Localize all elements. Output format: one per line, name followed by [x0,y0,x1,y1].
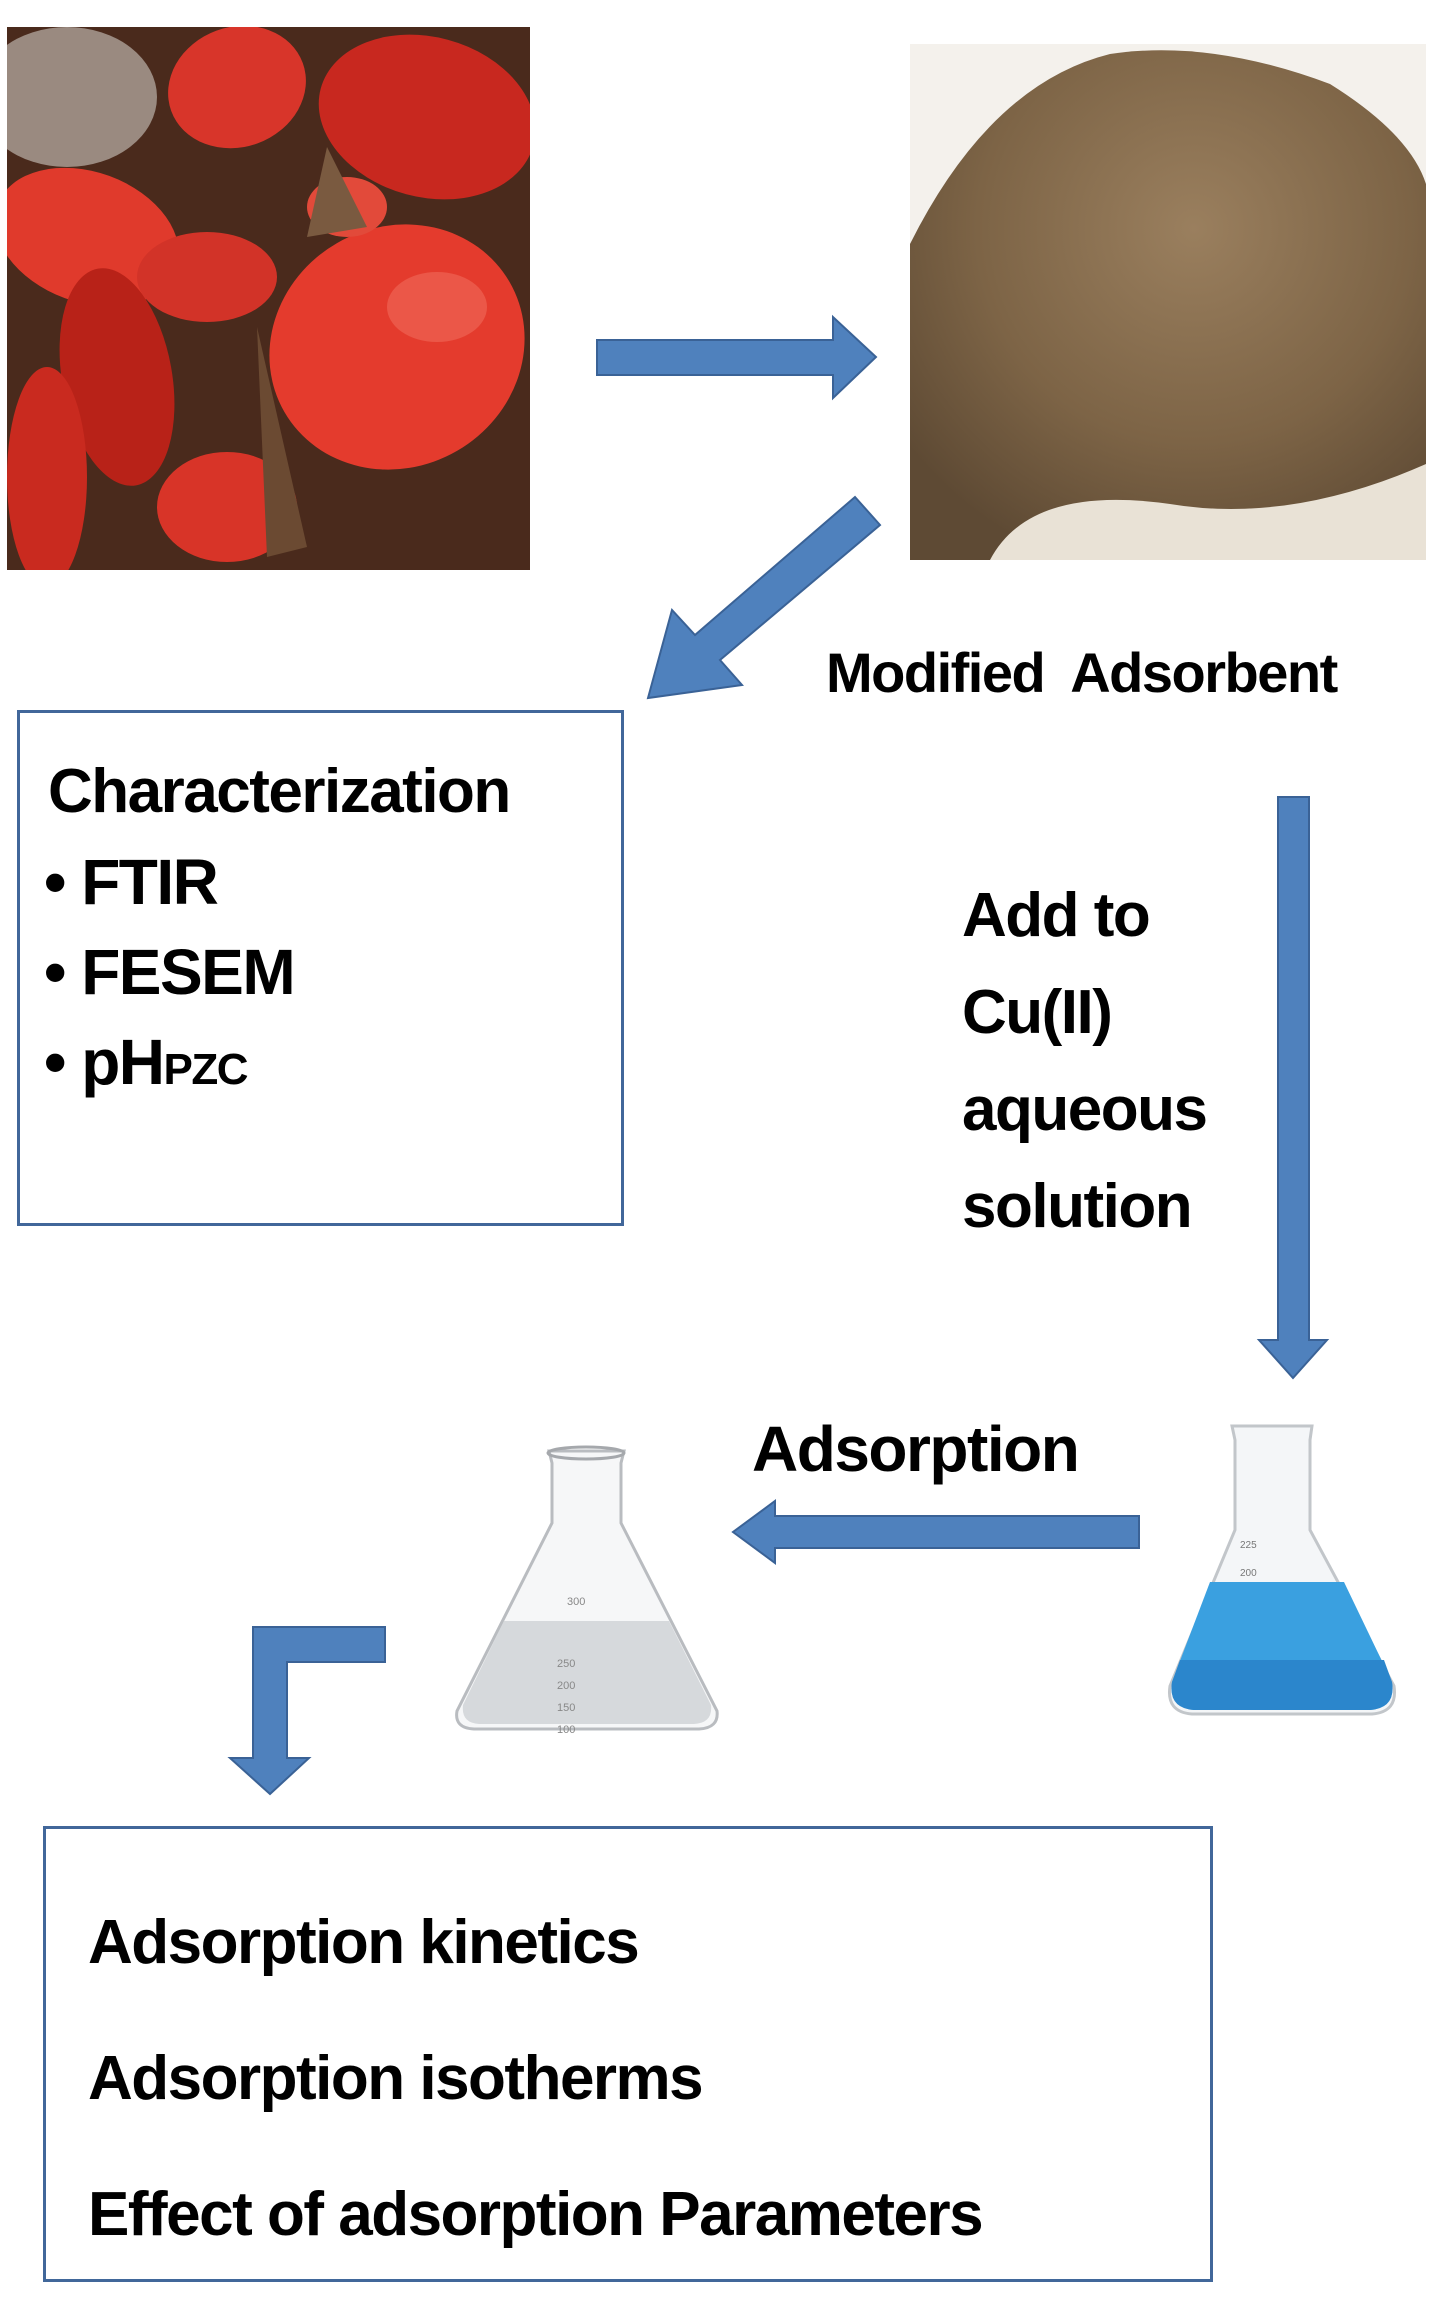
label-line: Add to [962,881,1151,950]
arrow-diagonal-down-left [646,495,882,700]
mark: 300 [567,1596,586,1608]
arrow-elbow-down [227,1626,386,1796]
bullet: • [44,936,66,1008]
label-line: Cu(II) [962,978,1113,1047]
label-line: aqueous [962,1075,1208,1144]
item-subscript: PZC [163,1045,249,1094]
copper-solution-flask: 225 200 [1162,1420,1402,1720]
mark: 200 [557,1680,576,1692]
mark: 100 [557,1724,576,1736]
bullet: • [44,1026,66,1098]
mark: 250 [557,1658,576,1670]
mark: 150 [557,1702,576,1714]
characterization-box: Characterization • FTIR • FESEM • pHPZC [17,710,624,1226]
mark: 225 [1240,1540,1257,1551]
item-text: FTIR [81,846,219,918]
fruit-illustration [7,27,530,570]
modified-adsorbent-photo [910,44,1426,560]
results-box: Adsorption kinetics Adsorption isotherms… [43,1826,1213,2282]
characterization-title: Characterization [48,757,511,826]
bullet: • [44,846,66,918]
adsorption-label: Adsorption [752,1413,1080,1485]
graduation-marks: 225 200 [1240,1532,1257,1588]
characterization-item: • pHPZC [44,1025,249,1099]
result-line: Adsorption isotherms [88,2044,704,2113]
arrow-right [596,314,878,401]
treated-solution-flask: 300 250 200 150 100 [449,1443,724,1736]
raw-fruit-photo [7,27,530,570]
item-text: pH [81,1026,165,1098]
arrow-left [731,1499,1140,1565]
result-line: Adsorption kinetics [88,1908,640,1977]
result-line: Effect of adsorption Parameters [88,2180,984,2249]
mark: 200 [1240,1568,1257,1579]
modified-adsorbent-label: Modified Adsorbent [826,641,1338,704]
graduation-marks: 300 250 200 150 100 [557,1591,585,1741]
flask-blue-icon [1167,1424,1397,1716]
label-line: solution [962,1172,1193,1241]
characterization-item: • FESEM [44,935,296,1009]
arrow-down [1256,796,1330,1380]
characterization-item: • FTIR [44,845,219,919]
powder-illustration [910,50,1426,560]
item-text: FESEM [81,936,295,1008]
add-to-solution-label: Add to Cu(II) aqueous solution [962,880,1208,1268]
flask-clear-icon [455,1445,719,1731]
